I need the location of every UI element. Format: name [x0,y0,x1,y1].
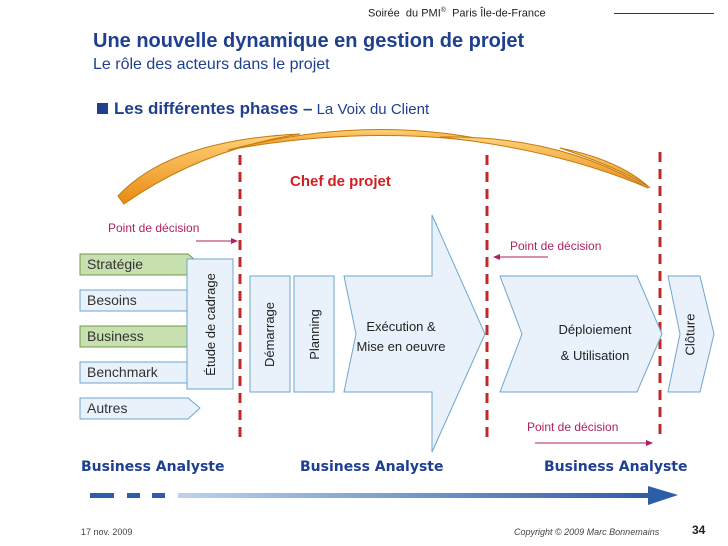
decision-label-1: Point de décision [108,221,200,235]
bullet-heading: Les différentes phases – La Voix du Clie… [114,99,429,119]
leadership-arc-right-tip [559,147,651,189]
chef-de-projet-label: Chef de projet [290,173,391,190]
phase-execution-arrow [343,214,486,453]
header-text: Soirée du PMI® Paris Île-de-France [368,7,546,20]
decision-arrow-2-head [493,254,500,260]
arc-spark-line [599,175,629,199]
phase-deploiement: Déploiement & Utilisation [540,317,650,369]
phase-planning: Planning [294,276,334,392]
timeline-arrow-head [648,486,678,505]
phase-demarrage: Démarrage [250,276,290,392]
input-benchmark-label: Benchmark [87,364,158,380]
business-analyst-label-3: Business Analyste [544,459,688,475]
registered-mark: ® [440,7,446,14]
bullet-main: Les différentes phases – [114,99,313,118]
phase-planning-box [293,275,335,393]
phase-execution-line1: Exécution & [366,319,436,334]
phase-deploiement-chevron [499,275,663,393]
phase-deploiement-line2: & Utilisation [560,348,630,363]
slide-subtitle: Le rôle des acteurs dans le projet [93,56,330,73]
leadership-arc-left [117,133,301,205]
decision-label-2: Point de décision [510,239,602,253]
phase-cloture-chevron [667,275,715,393]
phase-etude-label: Étude de cadrage [202,272,218,376]
timeline-segment [90,493,114,498]
header-event: Soirée [368,7,400,20]
header-location: Paris Île-de-France [452,7,546,20]
header-org: du PMI [405,7,441,20]
decision-arrow-3-head [646,440,653,446]
input-strategie-label: Stratégie [87,256,144,272]
phase-demarrage-label: Démarrage [262,301,278,367]
business-analyst-label-1: Business Analyste [81,459,225,475]
phase-deploiement-line1: Déploiement [558,322,632,337]
phase-etude-box [186,258,234,390]
business-analyst-label-2: Business Analyste [300,459,444,475]
input-business-label: Business [87,328,144,344]
phase-execution-line2: Mise en oeuvre [356,339,446,354]
arc-spark-line [183,167,213,187]
input-box-autres [79,397,201,420]
leadership-arc-right [439,136,649,189]
phase-cloture: Clôture [672,276,708,392]
phase-execution: Exécution & Mise en oeuvre [346,317,456,357]
footer-date: 17 nov. 2009 [81,527,133,537]
bullet-square-icon [97,103,108,114]
input-autres-label: Autres [87,400,128,416]
page-number: 34 [692,523,706,537]
bullet-rest: La Voix du Client [312,101,430,118]
footer-copyright: Copyright © 2009 Marc Bonnemains [514,527,660,537]
phase-demarrage-box [249,275,291,393]
input-besoins-label: Besoins [87,292,137,308]
timeline-bar [178,493,648,498]
slide-title: Une nouvelle dynamique en gestion de pro… [93,30,525,52]
timeline-segment [127,493,140,498]
phase-planning-label: Planning [306,308,322,360]
timeline-segment [152,493,165,498]
phase-cloture-label: Clôture [682,313,698,355]
decision-label-3: Point de décision [527,420,619,434]
decision-arrow-1-head [231,238,238,244]
header-divider [614,13,714,14]
phase-etude: Étude de cadrage [187,259,233,389]
